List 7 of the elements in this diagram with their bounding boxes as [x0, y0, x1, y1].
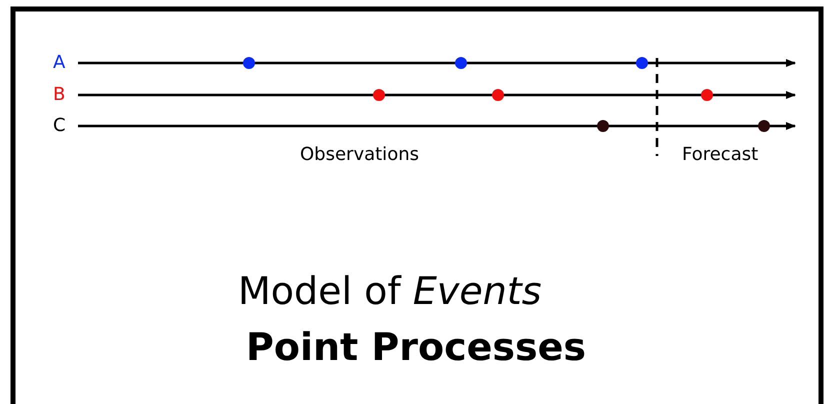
row-label: B — [53, 86, 66, 104]
section-label: Observations — [300, 146, 419, 164]
title-text: Model of Events — [238, 272, 542, 310]
row-label: A — [53, 54, 66, 72]
section-label: Forecast — [682, 146, 758, 164]
row-label: C — [53, 117, 66, 135]
subtitle-text: Point Processes — [246, 328, 586, 366]
